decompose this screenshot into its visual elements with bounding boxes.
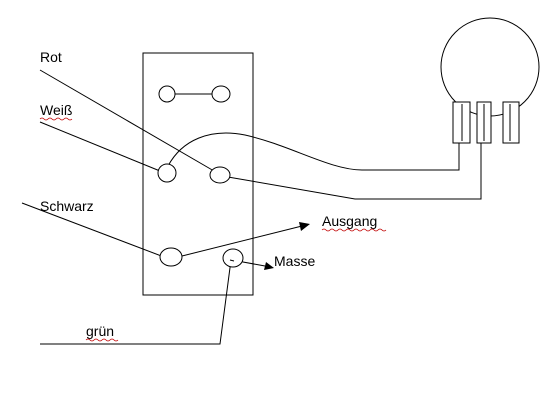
lug-middle-left <box>157 163 177 183</box>
label-ausgang: Ausgang <box>322 213 377 229</box>
label-masse: Masse <box>274 253 315 269</box>
lug-top-left <box>158 85 176 103</box>
potentiometer-body <box>440 17 540 117</box>
pot-terminal-3 <box>502 101 520 144</box>
arrowhead-ausgang <box>299 222 310 231</box>
label-schwarz: Schwarz <box>40 198 94 214</box>
wire-gruen <box>40 259 232 345</box>
lug-middle-right <box>209 166 231 184</box>
arrowhead-masse <box>264 262 274 270</box>
lug-bottom-right <box>222 248 244 268</box>
wire-ausgang <box>177 225 303 258</box>
label-gruen: grün <box>86 323 114 339</box>
spellcheck-gruen <box>85 338 119 342</box>
spellcheck-ausgang <box>321 228 387 232</box>
wire-weiss <box>39 121 161 172</box>
wire-schwarz <box>21 202 165 258</box>
wire-rot <box>39 69 215 172</box>
label-rot: Rot <box>40 49 62 65</box>
spellcheck-weiss <box>39 117 73 121</box>
wire-pot-end <box>227 143 482 200</box>
label-weiss: Weiß <box>40 102 72 118</box>
lug-bottom-left <box>159 247 183 267</box>
wire-pot-wiper <box>167 132 460 171</box>
masse-contact-dot <box>229 259 235 262</box>
lug-top-right <box>211 85 231 103</box>
